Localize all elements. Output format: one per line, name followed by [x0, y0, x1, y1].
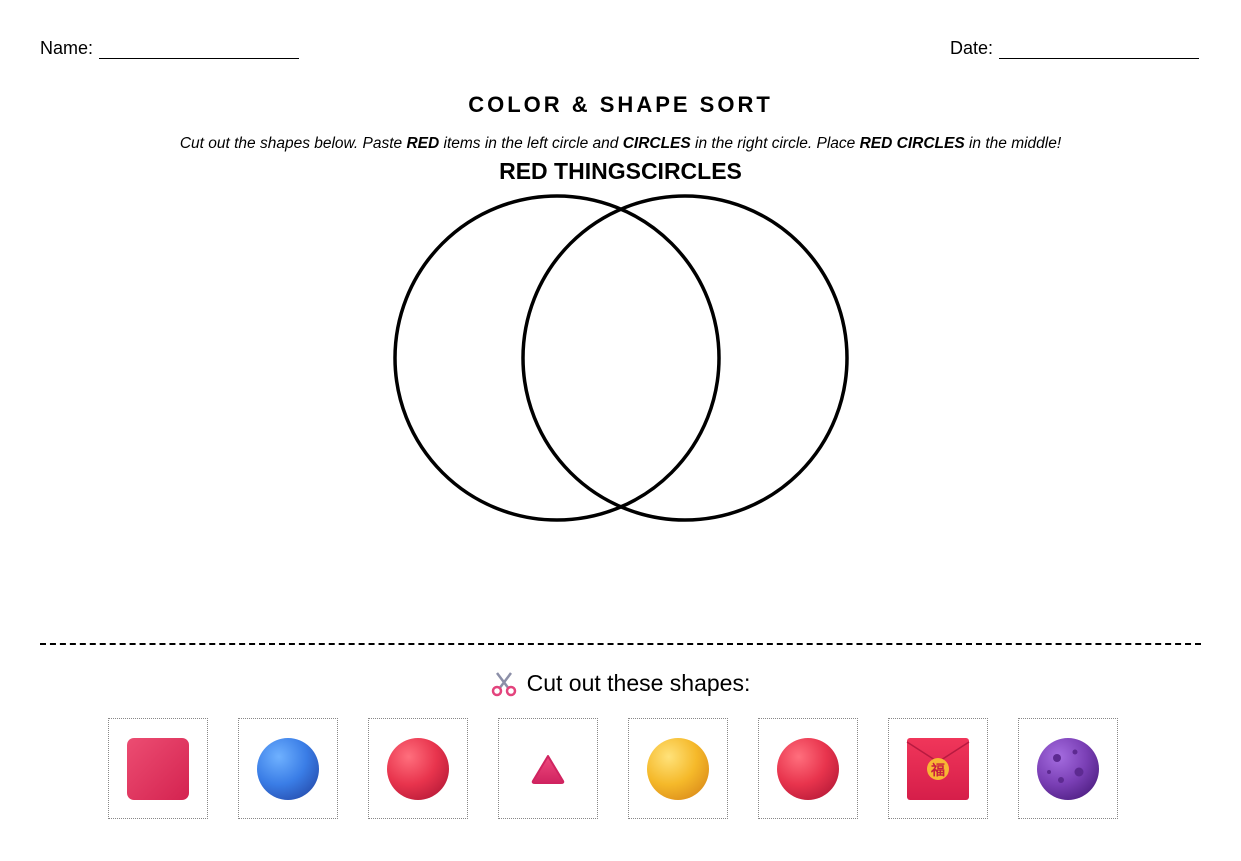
instructions-text-4: in the middle! — [964, 135, 1062, 152]
svg-text:福: 福 — [930, 762, 945, 779]
cut-line — [40, 643, 1201, 645]
venn-left-label: RED THINGS — [499, 158, 641, 184]
venn-right-label: CIRCLES — [640, 158, 742, 184]
red-square-icon — [127, 737, 189, 800]
date-field: Date: — [950, 38, 1200, 59]
cutout-card — [758, 718, 858, 819]
venn-right-circle — [521, 194, 849, 522]
yellow-ball-icon — [647, 737, 709, 800]
cut-heading-label: Cut out these shapes: — [526, 670, 751, 696]
name-label: Name: — [40, 38, 94, 58]
cutout-card — [628, 718, 728, 819]
red-ball-icon — [777, 737, 839, 800]
date-label: Date: — [950, 38, 994, 58]
venn-labels: RED THINGSCIRCLES — [0, 158, 1241, 185]
cutout-card — [1018, 718, 1118, 819]
cutout-card — [238, 718, 338, 819]
cutout-cards: 福 — [108, 718, 1118, 819]
red-ball-icon — [387, 737, 449, 800]
instructions-text-2: items in the left circle and — [439, 135, 623, 152]
red-envelope-icon: 福 — [906, 737, 970, 800]
instructions-bold-red-circles: RED CIRCLES — [859, 135, 965, 152]
purple-moon-icon — [1037, 737, 1099, 800]
instructions: Cut out the shapes below. Paste RED item… — [0, 135, 1241, 153]
venn-left-circle — [393, 194, 721, 522]
name-field: Name: — [40, 38, 300, 59]
instructions-text-1: Cut out the shapes below. Paste — [179, 135, 407, 152]
cutout-card — [108, 718, 208, 819]
worksheet-title: COLOR & SHAPE SORT — [468, 92, 773, 117]
cut-heading: Cut out these shapes: — [0, 670, 1241, 697]
cutout-card — [498, 718, 598, 819]
instructions-bold-red: RED — [406, 135, 440, 152]
cutout-card — [368, 718, 468, 819]
scissors-icon — [491, 671, 516, 696]
red-triangle-icon — [531, 754, 565, 784]
date-line — [999, 40, 1200, 59]
instructions-bold-circles: CIRCLES — [622, 135, 691, 152]
blue-ball-icon — [257, 737, 319, 800]
cutout-card: 福 — [888, 718, 988, 819]
name-line — [99, 40, 300, 59]
instructions-text-3: in the right circle. Place — [690, 135, 860, 152]
